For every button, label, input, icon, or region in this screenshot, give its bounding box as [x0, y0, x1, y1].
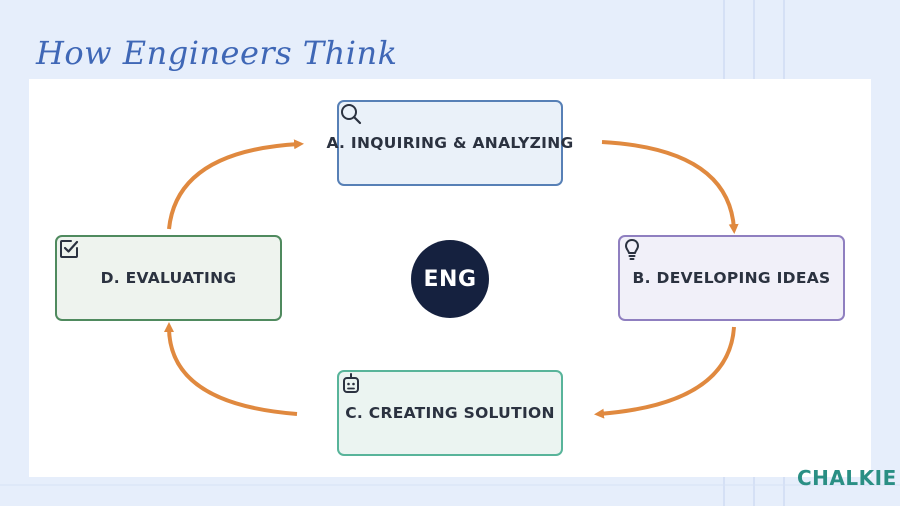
node-inquiring-analyzing: A. INQUIRING & ANALYZING: [326, 100, 573, 186]
search-icon: [341, 104, 362, 125]
node-developing-ideas: B. DEVELOPING IDEAS: [618, 235, 845, 321]
arrow-c-to-d: [164, 322, 298, 416]
cycle-arrows: [164, 139, 739, 419]
node-evaluating: D. EVALUATING: [55, 235, 282, 321]
node-creating-solution: C. CREATING SOLUTION: [337, 370, 563, 456]
brand-logo: CHALKIE: [797, 466, 897, 490]
slide-title: How Engineers Think: [36, 34, 398, 72]
diagram-panel: A. INQUIRING & ANALYZING B. DEVELOPING I…: [29, 79, 871, 477]
arrow-d-to-a: [167, 139, 304, 230]
robot-icon: [343, 373, 359, 393]
arrow-a-to-b: [601, 140, 739, 234]
checkbox-icon: [60, 240, 79, 258]
node-label: C. CREATING SOLUTION: [345, 404, 555, 422]
center-eng-circle: ENG: [411, 240, 489, 318]
node-label: A. INQUIRING & ANALYZING: [326, 134, 574, 152]
node-label: B. DEVELOPING IDEAS: [632, 269, 831, 287]
arrow-b-to-c: [594, 326, 736, 419]
node-label: D. EVALUATING: [100, 269, 237, 287]
lightbulb-icon: [625, 239, 639, 260]
